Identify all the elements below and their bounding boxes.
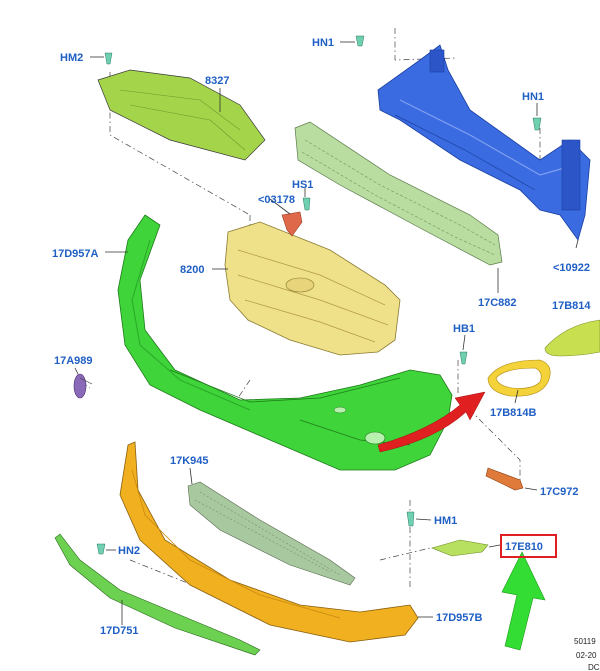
- grille-8200[interactable]: [224, 221, 401, 356]
- label-hm1: HM1: [434, 515, 457, 527]
- bracket-17c972[interactable]: [485, 467, 524, 491]
- red-arrow-icon: [377, 391, 486, 453]
- footer-tag: DC: [588, 663, 600, 671]
- cover-17e810[interactable]: [431, 539, 489, 557]
- label-8200: 8200: [180, 264, 204, 276]
- lower-cover-17d957b[interactable]: [119, 441, 419, 643]
- label-17d751: 17D751: [100, 625, 139, 637]
- clip-icon: [104, 52, 113, 65]
- label-17a989: 17A989: [54, 355, 93, 367]
- label-17e810[interactable]: 17E810: [505, 541, 543, 553]
- bezel-17b814b[interactable]: [487, 359, 551, 397]
- clip-icon: [406, 511, 415, 527]
- label-17b814: 17B814: [552, 300, 591, 312]
- label-17b814b: 17B814B: [490, 407, 537, 419]
- footer-code: 50119: [574, 637, 596, 646]
- bracket-03178[interactable]: [281, 211, 303, 237]
- green-arrow-icon: [501, 551, 546, 651]
- label-hn1-top: HN1: [312, 37, 334, 49]
- label-8327: 8327: [205, 75, 229, 87]
- clip-icon: [355, 35, 365, 47]
- label-hm2: HM2: [60, 52, 83, 64]
- label-03178: <03178: [258, 194, 295, 206]
- bumper-cover-17d957a[interactable]: [117, 214, 453, 471]
- lower-grille-17k945[interactable]: [187, 481, 356, 586]
- label-hb1: HB1: [453, 323, 475, 335]
- label-17c882: 17C882: [478, 297, 517, 309]
- highlight-box-17e810: [500, 534, 557, 558]
- label-hn2: HN2: [118, 545, 140, 557]
- footer-date: 02-20: [576, 651, 597, 660]
- label-17c972: 17C972: [540, 486, 579, 498]
- deflector-17d751[interactable]: [54, 533, 261, 656]
- label-hn1-right: HN1: [522, 91, 544, 103]
- label-hs1: HS1: [292, 179, 313, 191]
- clip-icon: [459, 351, 468, 365]
- label-17d957a: 17D957A: [52, 248, 99, 260]
- clip-icon: [532, 117, 542, 131]
- leader-lines: [74, 41, 579, 625]
- undertray-8327[interactable]: [97, 69, 266, 161]
- bumper-reinforcement-10922[interactable]: [377, 44, 591, 241]
- label-10922: <10922: [553, 262, 590, 274]
- bezel-17b814[interactable]: [544, 319, 600, 357]
- fog-lamp-17a989[interactable]: [73, 373, 93, 399]
- label-17k945: 17K945: [170, 455, 209, 467]
- clip-icon: [96, 543, 106, 555]
- label-17d957b: 17D957B: [436, 612, 483, 624]
- energy-absorber-17c882[interactable]: [294, 121, 503, 266]
- clip-icon: [302, 197, 311, 211]
